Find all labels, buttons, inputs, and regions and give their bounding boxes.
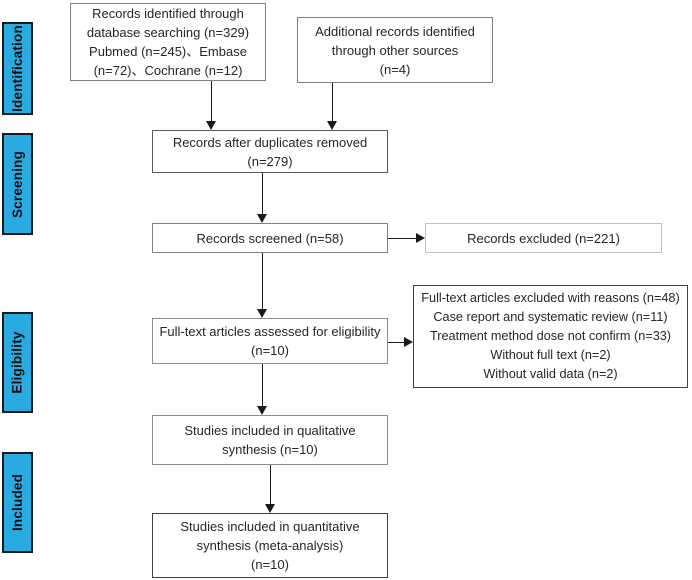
box-text-line: Without full text (n=2) [490,348,611,362]
box-records-identified: Records identified through database sear… [70,3,266,81]
arrow-line [332,83,333,121]
arrowhead-down-icon [265,504,275,513]
box-text-line: Records screened (n=58) [196,230,344,246]
stage-label-screening: Screening [2,133,33,235]
stage-label-text: Included [10,473,26,532]
box-text-line: (n=10) [251,557,289,572]
box-records-screened: Records screened (n=58) [152,223,388,253]
box-text-line: Studies included in qualitative [184,423,356,438]
arrow-line [270,465,271,504]
box-text-line: Records excluded (n=221) [467,230,620,246]
box-text-line: Pubmed (n=245)、Embase [89,44,247,59]
box-text-line: (n=279) [247,153,293,169]
arrowhead-right-icon [416,233,425,243]
box-text-line: Additional records identified [315,23,475,39]
box-text-line: synthesis (meta-analysis) [196,538,344,553]
box-text-line: Treatment method dose not confirm (n=33) [429,329,672,343]
box-text-line: database searching (n=329) [86,25,250,40]
box-records-excluded: Records excluded (n=221) [425,223,662,253]
box-text-line: Without valid data (n=2) [483,367,618,381]
arrow-line [262,173,263,214]
box-text-line: Full-text articles excluded with reasons… [421,291,680,305]
box-text-line: (n=4) [379,61,411,77]
arrow-line [262,253,263,309]
box-text-line: (n=10) [251,343,289,358]
box-text-line: Records identified through [92,6,244,21]
box-fulltext-assessed: Full-text articles assessed for eligibil… [152,318,388,364]
stage-label-included: Included [2,452,33,553]
box-text-line: Records after duplicates removed [172,134,368,150]
arrow-line [262,364,263,406]
arrowhead-down-icon [327,121,337,130]
stage-label-text: Identification [10,25,25,112]
box-text-line: Studies included in quantitative [180,519,360,534]
box-text-line: Case report and systematic review (n=11) [433,310,668,324]
stage-label-eligibility: Eligibility [2,312,33,413]
stage-label-text: Screening [10,150,26,218]
arrowhead-down-icon [257,214,267,223]
box-additional-records: Additional records identified through ot… [297,17,493,83]
arrowhead-down-icon [257,406,267,415]
box-quantitative-synthesis: Studies included in quantitative synthes… [152,513,388,578]
arrow-line [211,81,212,121]
arrowhead-right-icon [404,337,413,347]
stage-label-identification: Identification [2,22,33,115]
box-text-line: (n=72)、Cochrane (n=12) [93,63,243,78]
box-text-line: Full-text articles assessed for eligibil… [159,324,381,339]
box-text-line: synthesis (n=10) [222,442,318,457]
box-qualitative-synthesis: Studies included in qualitative synthesi… [152,415,388,465]
stage-label-text: Eligibility [10,331,25,394]
box-fulltext-excluded: Full-text articles excluded with reasons… [413,285,688,388]
arrow-line [388,342,404,343]
box-duplicates-removed: Records after duplicates removed (n=279) [152,130,388,173]
arrow-line [388,238,416,239]
arrowhead-down-icon [206,121,216,130]
arrowhead-down-icon [257,309,267,318]
box-text-line: through other sources [331,42,459,58]
